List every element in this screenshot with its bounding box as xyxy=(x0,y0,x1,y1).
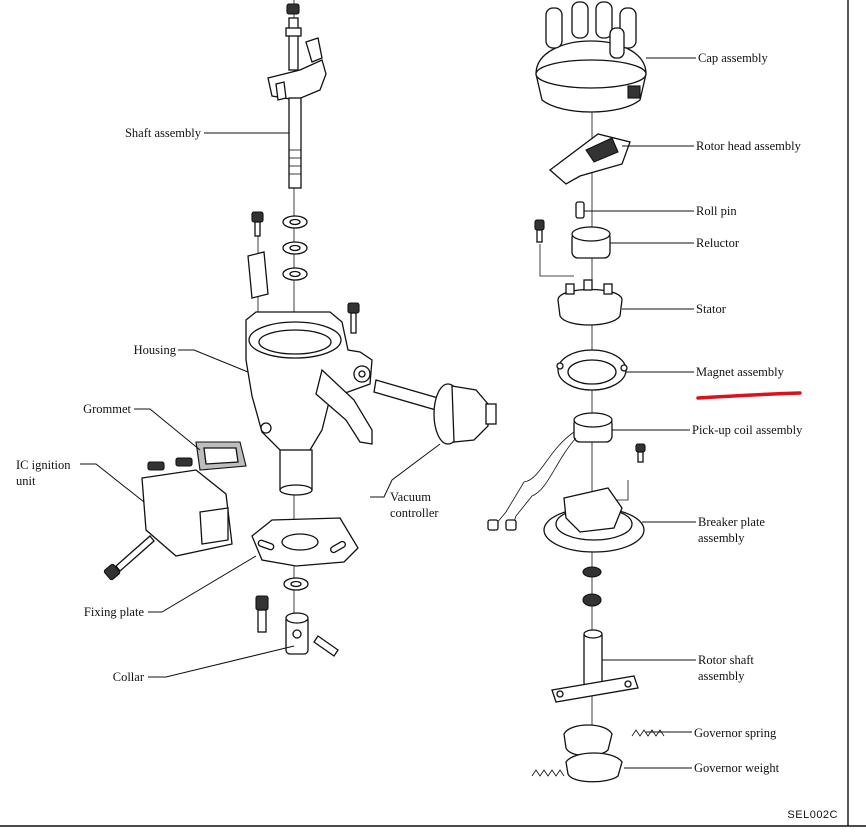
figure-code: SEL002C xyxy=(787,809,838,821)
right-exploded-parts xyxy=(487,1,665,783)
label-shaft-assembly: Shaft assembly xyxy=(125,126,202,140)
label-governor-weight: Governor weight xyxy=(694,761,780,775)
label-rotor-head-assembly: Rotor head assembly xyxy=(696,139,802,153)
label-breaker-plate-2: assembly xyxy=(698,531,745,545)
label-rotor-shaft-1: Rotor shaft xyxy=(698,653,754,667)
left-exploded-parts xyxy=(103,0,497,657)
label-ic-ignition-unit-2: unit xyxy=(16,474,36,488)
label-cap-assembly: Cap assembly xyxy=(698,51,769,65)
label-roll-pin: Roll pin xyxy=(696,204,737,218)
label-breaker-plate-1: Breaker plate xyxy=(698,515,765,529)
label-vacuum-controller-1: Vacuum xyxy=(390,490,431,504)
label-ic-ignition-unit-1: IC ignition xyxy=(16,458,71,472)
label-reluctor: Reluctor xyxy=(696,236,740,250)
label-housing: Housing xyxy=(134,343,177,357)
label-fixing-plate: Fixing plate xyxy=(84,605,145,619)
leader-lines xyxy=(80,57,696,769)
label-stator: Stator xyxy=(696,302,727,316)
highlight-underline xyxy=(696,391,802,400)
label-pickup-coil-assembly: Pick-up coil assembly xyxy=(692,423,803,437)
label-collar: Collar xyxy=(113,670,145,684)
label-governor-spring: Governor spring xyxy=(694,726,777,740)
label-grommet: Grommet xyxy=(83,402,131,416)
label-vacuum-controller-2: controller xyxy=(390,506,439,520)
label-rotor-shaft-2: assembly xyxy=(698,669,745,683)
label-magnet-assembly: Magnet assembly xyxy=(696,365,785,379)
